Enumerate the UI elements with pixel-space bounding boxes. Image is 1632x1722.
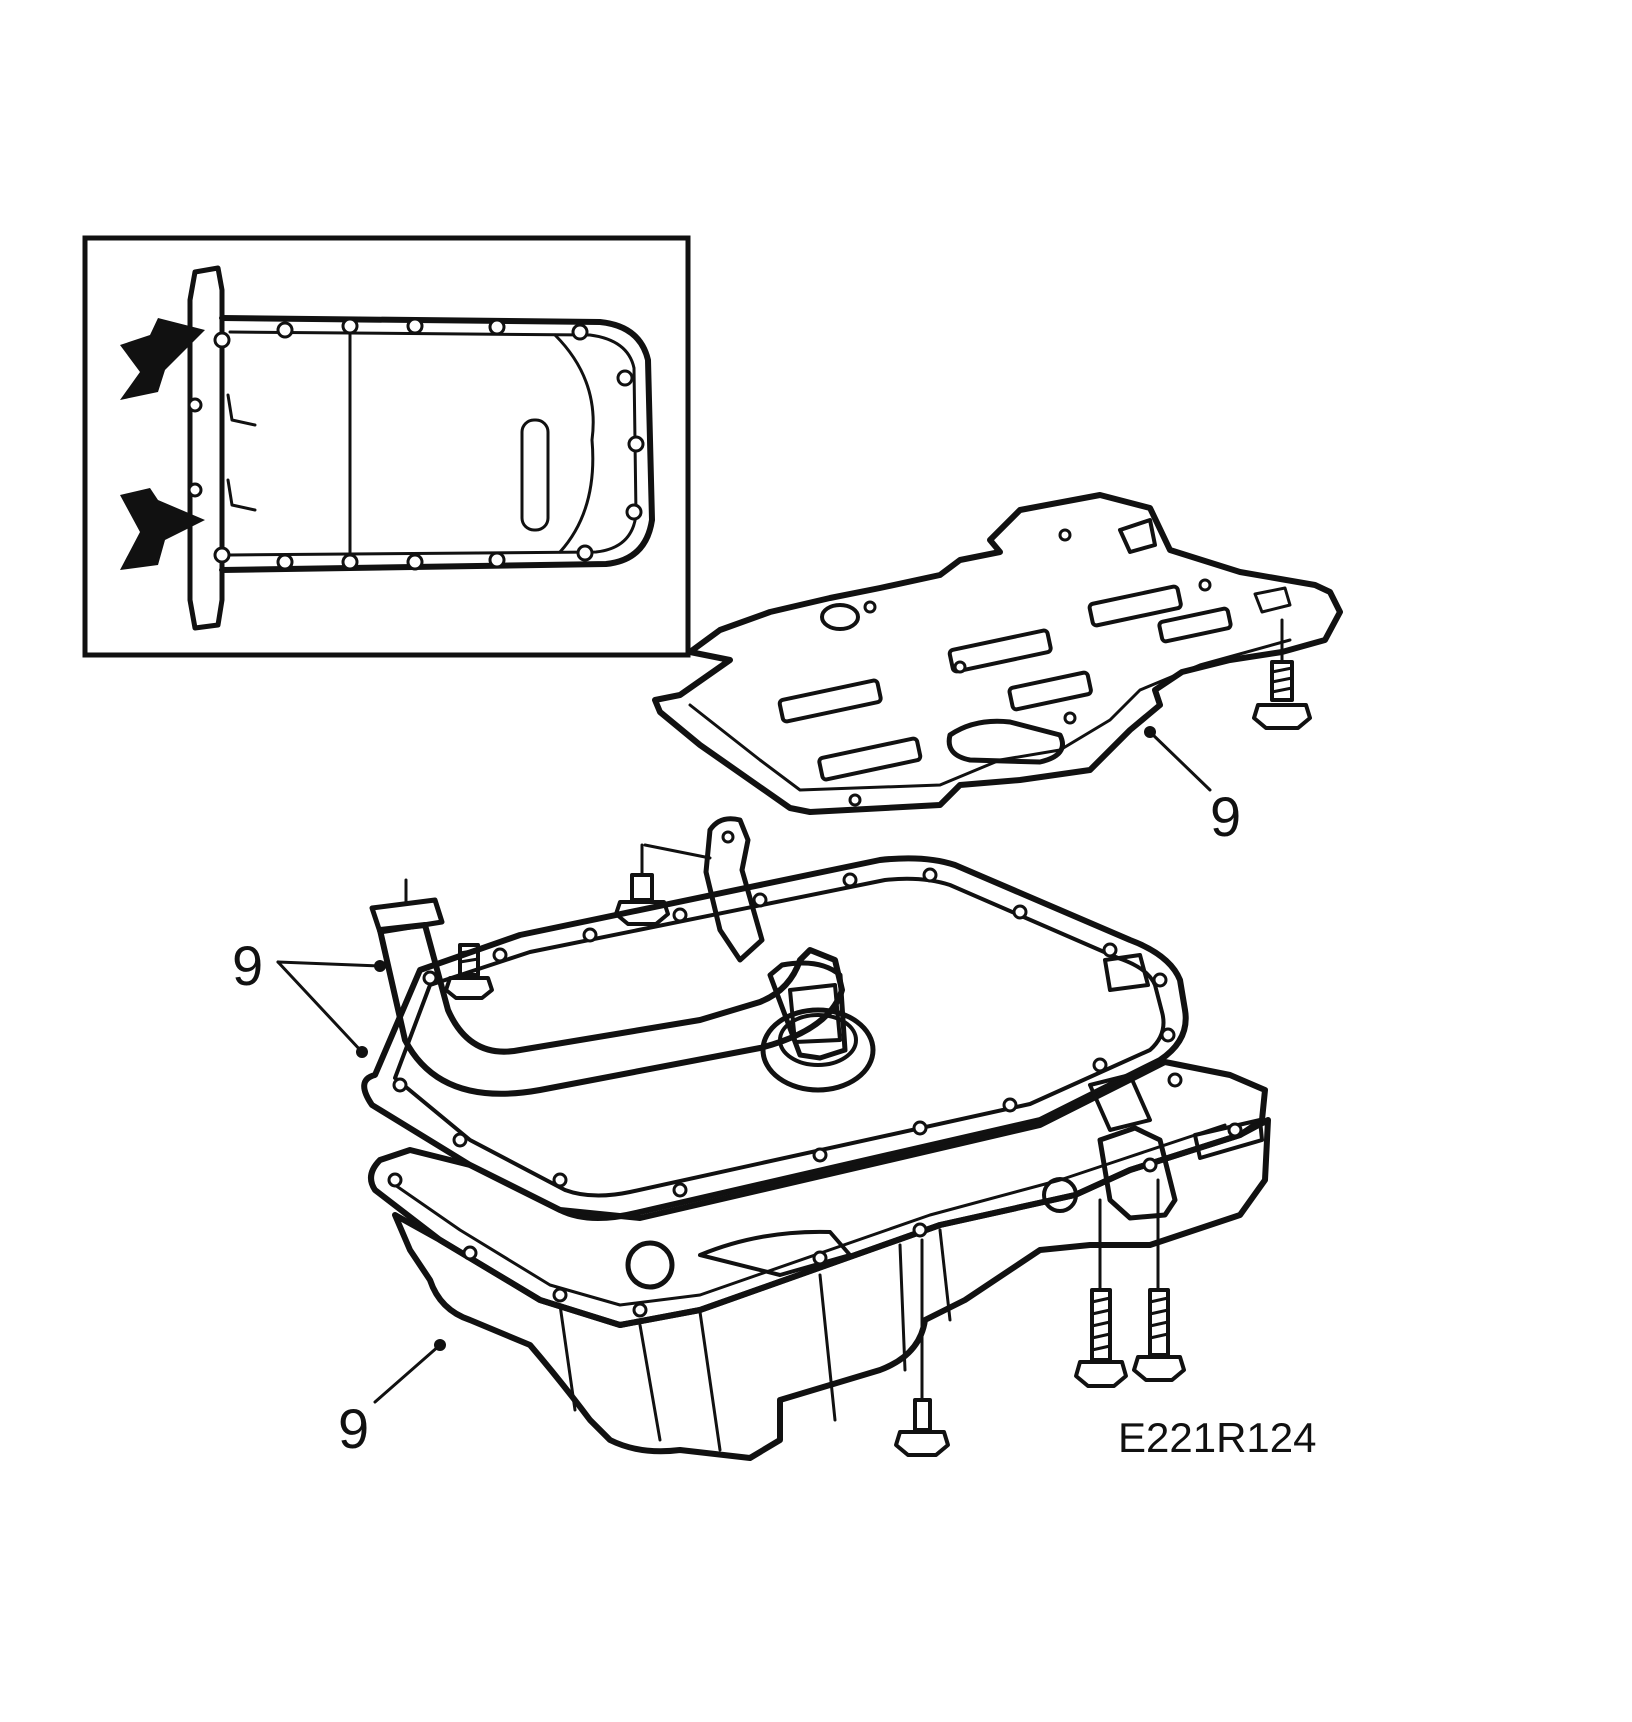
inset-top-view [82,235,691,658]
inset-pan-outline [219,315,655,573]
callout-pan-label: 9 [338,1397,369,1460]
gasket [361,855,1189,1221]
inset-frame [82,235,691,658]
baffle-plate [652,492,1343,815]
baffle-screw [1252,618,1312,730]
drawing-code: E221R124 [1118,1414,1317,1461]
callout-leaders [276,726,1212,1404]
pan-bolt-3 [1132,1178,1186,1382]
inset-arrow-lower [120,488,205,570]
inset-bolt-holes [187,317,645,571]
pan-bolt-1 [894,1238,950,1457]
inset-arrow-upper [120,318,205,400]
oil-pickup-pipe [369,816,876,1097]
pan-bolt-2 [1074,1198,1128,1388]
oil-pan [368,1059,1271,1461]
callout-baffle-label: 9 [1210,785,1241,848]
callout-gasket-label: 9 [232,934,263,997]
